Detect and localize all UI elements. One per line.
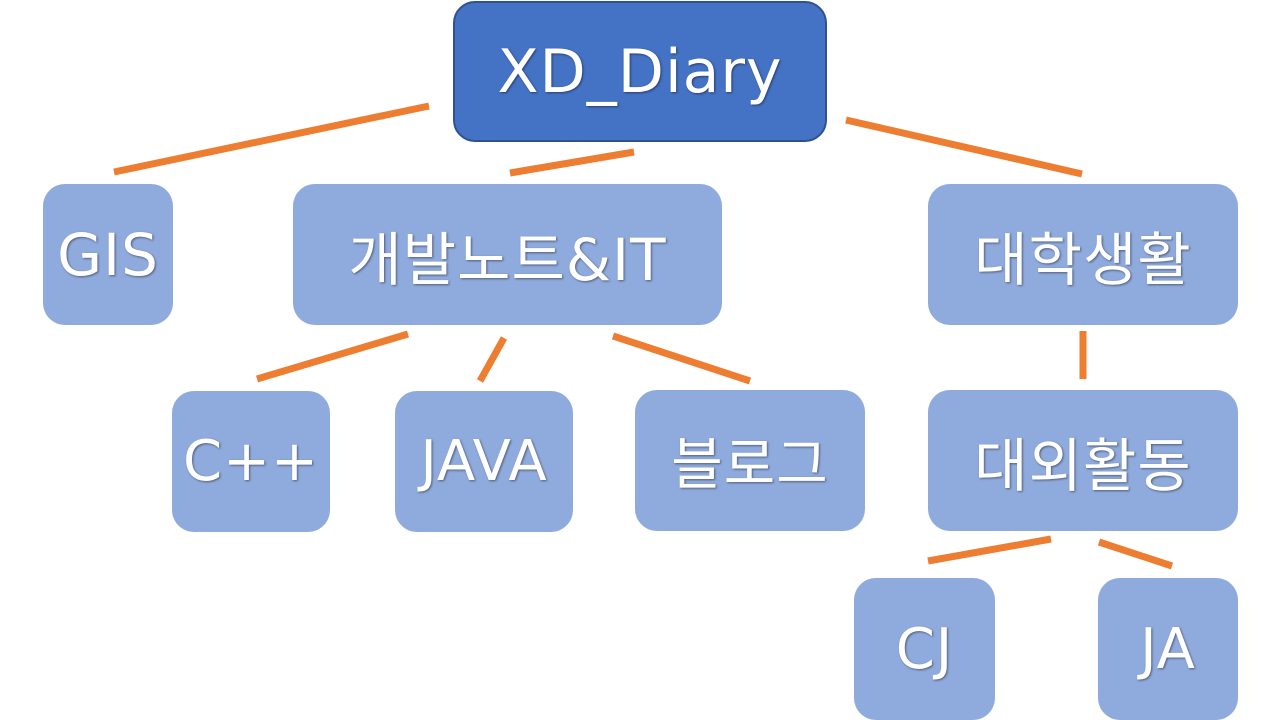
node-label: XD_Diary [497,36,783,107]
node-university-life: 대학생활 [928,184,1238,325]
node-label: JA [1140,616,1196,682]
connector-root-dev [509,148,635,177]
node-label: 개발노트&IT [348,225,667,294]
connector-root-gis [113,102,430,176]
node-dev-notes-it: 개발노트&IT [293,184,722,325]
node-label: 대학생활 [974,225,1192,294]
node-gis: GIS [43,184,173,325]
node-label: CJ [895,616,954,682]
connector-dev-blog [611,332,752,385]
connector-ext-cj [927,535,1052,565]
node-label: JAVA [420,429,548,494]
node-ja: JA [1098,578,1238,720]
connector-root-univ [845,116,1083,178]
connector-ext-ja [1097,538,1174,570]
node-label: GIS [57,220,159,289]
node-label: 블로그 [671,433,829,498]
node-external-activities: 대외활동 [928,390,1238,531]
node-blog: 블로그 [635,390,865,531]
node-cpp: C++ [172,391,330,532]
connector-dev-java [476,336,508,383]
node-label: C++ [183,429,319,494]
node-label: 대외활동 [974,431,1192,500]
connector-dev-cpp [256,330,409,383]
node-java: JAVA [395,391,573,532]
node-cj: CJ [854,578,995,720]
node-xd-diary: XD_Diary [453,1,827,142]
